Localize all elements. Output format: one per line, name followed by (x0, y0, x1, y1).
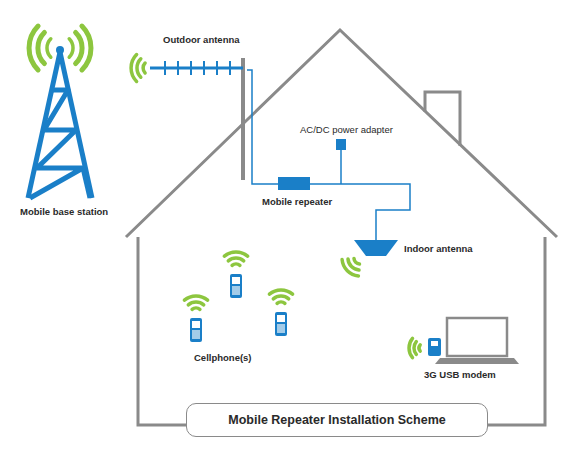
signal-waves (29, 26, 420, 358)
part-label: Mobile base station (20, 206, 108, 217)
part-label: Mobile repeater (262, 196, 332, 207)
part-label: AC/DC power adapter (300, 124, 393, 135)
signal-arc (69, 39, 73, 57)
signal-arc (184, 296, 207, 300)
signal-arc (143, 63, 145, 73)
repeater-box (278, 177, 310, 190)
base-station-tower (28, 46, 92, 198)
signal-arc (419, 345, 420, 351)
cable (247, 70, 410, 240)
indoor-antenna (354, 240, 398, 256)
house-outline (126, 30, 557, 425)
part-label: Indoor antenna (404, 243, 473, 254)
signal-arc (269, 290, 292, 294)
caption-box: Mobile Repeater Installation Scheme (186, 403, 488, 437)
signal-arc (192, 308, 200, 309)
signal-arc (354, 259, 360, 265)
signal-arc (228, 258, 243, 261)
outdoor-antenna (150, 58, 243, 180)
signal-arc (131, 55, 137, 82)
laptop (428, 318, 519, 364)
signal-arc (47, 39, 51, 57)
signal-arc (76, 32, 82, 63)
signal-arc (137, 59, 141, 77)
signal-arc (342, 260, 358, 276)
signal-arc (273, 296, 288, 299)
signal-arc (277, 302, 285, 303)
cellphones (190, 274, 287, 342)
part-label: Outdoor antenna (163, 34, 240, 45)
signal-arc (232, 264, 240, 265)
signal-arc (348, 259, 359, 270)
signal-arc (38, 32, 44, 63)
signal-arc (224, 252, 247, 256)
part-label: 3G USB modem (424, 369, 496, 380)
power-adapter (336, 139, 346, 150)
part-label: Cellphone(s) (194, 352, 252, 363)
signal-arc (82, 26, 91, 70)
signal-arc (29, 26, 38, 70)
signal-arc (409, 338, 412, 357)
signal-arc (414, 342, 416, 355)
signal-arc (188, 302, 203, 305)
